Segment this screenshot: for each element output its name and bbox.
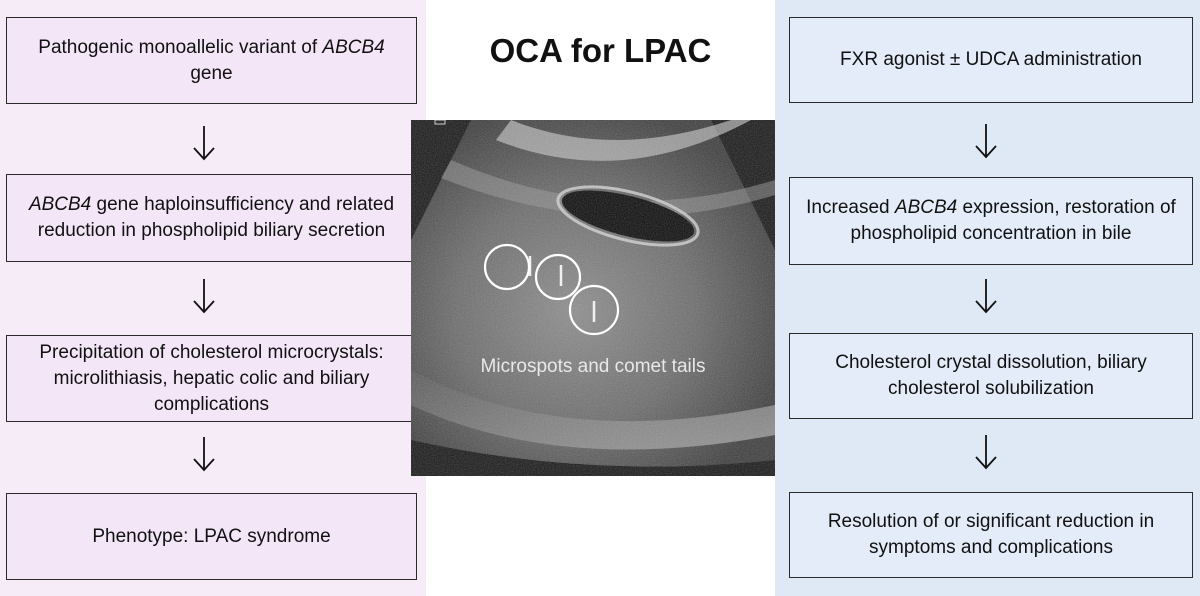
left-box-3: Precipitation of cholesterol microcrysta…	[6, 335, 417, 422]
right-box-3: Cholesterol crystal dissolution, biliary…	[789, 333, 1193, 419]
arrow-down-icon	[192, 125, 216, 161]
left-box-2: ABCB4 gene haploinsufficiency and relate…	[6, 174, 417, 262]
arrow-down-icon	[974, 434, 998, 470]
arrow-down-icon	[974, 123, 998, 159]
left-box-4: Phenotype: LPAC syndrome	[6, 493, 417, 580]
right-box-2: Increased ABCB4 expression, restoration …	[789, 177, 1193, 265]
image-caption: Microspots and comet tails	[411, 356, 775, 378]
right-box-1: FXR agonist ± UDCA administration	[789, 17, 1193, 103]
right-box-4: Resolution of or significant reduction i…	[789, 492, 1193, 578]
left-panel: Pathogenic monoallelic variant of ABCB4 …	[0, 0, 426, 596]
diagram-title: OCA for LPAC	[426, 32, 775, 70]
ultrasound-image: Microspots and comet tails	[411, 120, 775, 476]
left-box-1: Pathogenic monoallelic variant of ABCB4 …	[6, 17, 417, 104]
ultrasound-graphic	[411, 120, 775, 476]
arrow-down-icon	[192, 278, 216, 314]
arrow-down-icon	[192, 436, 216, 472]
right-panel: FXR agonist ± UDCA administration Increa…	[775, 0, 1200, 596]
arrow-down-icon	[974, 278, 998, 314]
